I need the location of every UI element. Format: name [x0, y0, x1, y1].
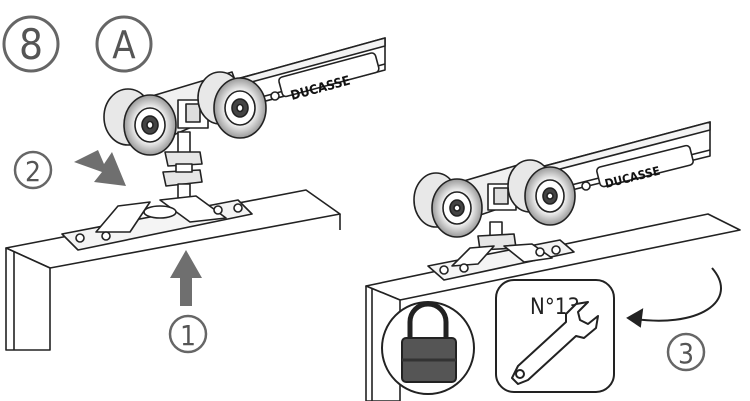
callout-2-label: 2 — [25, 155, 41, 188]
mounting-plate-left — [61, 195, 253, 251]
callout-3-label: 3 — [678, 337, 694, 370]
step-number-badge: 8 — [2, 15, 60, 73]
mounting-plate-right — [427, 239, 575, 281]
push-arrow-right-icon — [74, 150, 126, 186]
callout-2: 2 — [13, 150, 53, 190]
variant-badge: A — [95, 15, 153, 73]
lock-icon — [381, 301, 475, 395]
step-number: 8 — [19, 20, 43, 69]
wheel-right-1 — [413, 172, 483, 238]
wrench-icon — [511, 301, 599, 385]
callout-3: 3 — [666, 332, 706, 372]
wheel-left-1 — [103, 88, 177, 156]
variant-letter: A — [112, 23, 136, 67]
right-assembly: DUCASSE — [365, 121, 741, 401]
push-arrow-up-icon — [170, 250, 202, 306]
left-assembly: DUCASSE — [5, 37, 386, 351]
wheel-right-2 — [507, 159, 576, 226]
callout-1: 1 — [168, 314, 208, 354]
wheel-left-2 — [197, 71, 267, 139]
curved-arrow-icon — [626, 267, 722, 328]
bolt-left — [162, 131, 203, 199]
callout-1-label: 1 — [180, 319, 196, 352]
